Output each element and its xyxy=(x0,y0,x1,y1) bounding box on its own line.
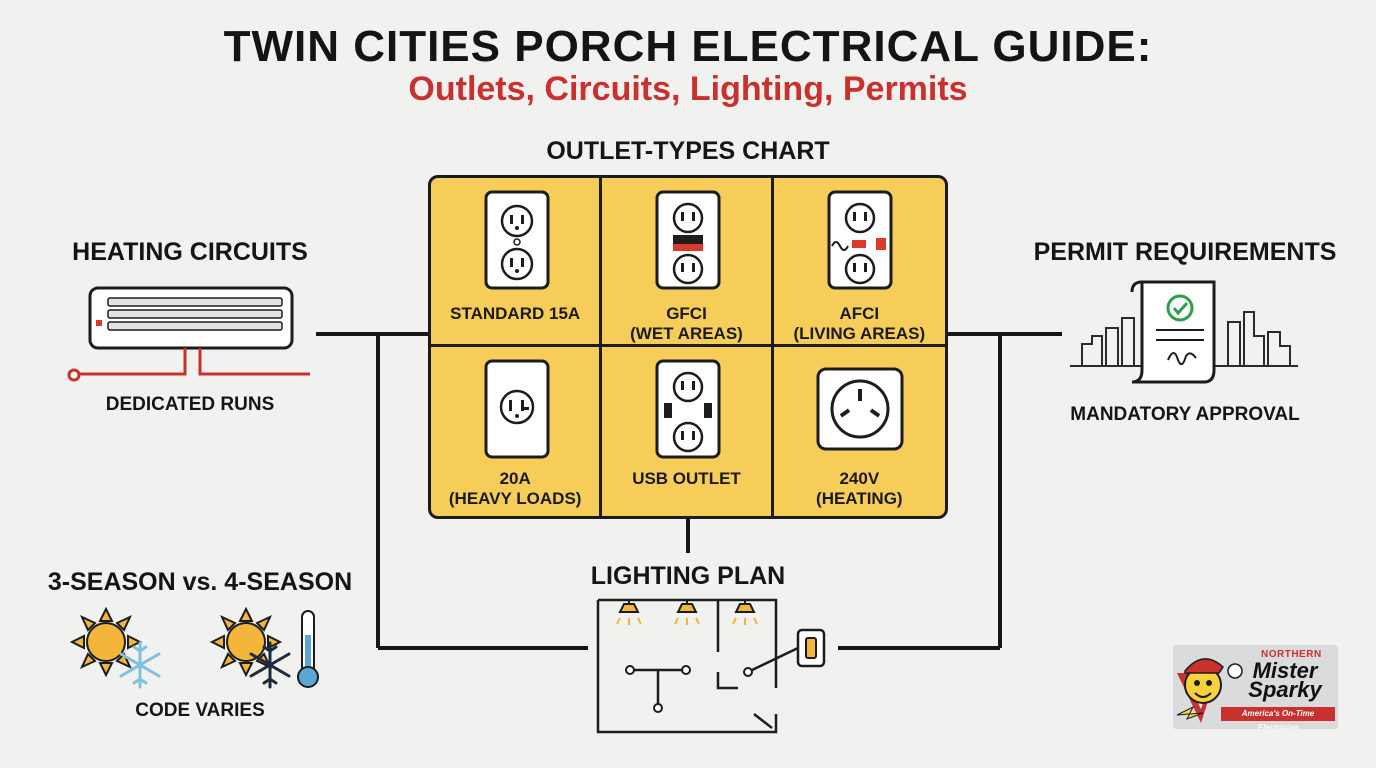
snowflake-icon xyxy=(119,641,161,689)
outlet-sublabel-240v: (HEATING) xyxy=(816,489,903,508)
usb-outlet-icon xyxy=(655,359,721,459)
outlet-cell-240v: 240V (HEATING) xyxy=(774,347,945,516)
heater-icon xyxy=(67,286,310,382)
lighting-floorplan xyxy=(596,598,826,734)
thermometer-icon xyxy=(297,610,319,688)
240v-outlet-icon xyxy=(816,367,904,451)
outlet-cell-usb: USB OUTLET xyxy=(602,347,774,516)
outlet-label-afci: AFCI xyxy=(839,304,880,323)
outlet-chart-title: OUTLET-TYPES CHART xyxy=(546,137,830,165)
ceiling-light-icon xyxy=(618,600,640,613)
outlet-cell-20a: 20A (HEAVY LOADS) xyxy=(431,347,603,516)
logo-name: Mister Sparky xyxy=(1233,658,1337,702)
sun-icon xyxy=(70,606,143,678)
outlet-cell-afci: AFCI (LIVING AREAS) xyxy=(773,178,945,347)
page-title: TWIN CITIES PORCH ELECTRICAL GUIDE: xyxy=(223,22,1153,71)
permit-caption: MANDATORY APPROVAL xyxy=(1070,404,1300,425)
outlet-sublabel-gfci: (WET AREAS) xyxy=(630,324,743,343)
outlet-label-usb: USB OUTLET xyxy=(632,469,741,488)
20a-outlet-icon xyxy=(484,359,550,459)
outlet-icon xyxy=(484,190,550,290)
outlet-sublabel-20a: (HEAVY LOADS) xyxy=(448,489,582,508)
ceiling-light-icon xyxy=(734,600,756,613)
logo-name-line1: Mister xyxy=(1252,658,1318,683)
mascot-icon xyxy=(1176,658,1243,723)
permit-document-icon xyxy=(1070,280,1298,384)
outlet-sublabel-afci: (LIVING AREAS) xyxy=(793,324,926,343)
sun-icon xyxy=(209,606,283,678)
snowflake-icon xyxy=(249,641,291,689)
afci-outlet-icon xyxy=(827,190,893,290)
logo-tagline: America's On-Time Electrician xyxy=(1221,707,1335,729)
permit-requirements-title: PERMIT REQUIREMENTS xyxy=(1033,238,1337,266)
season-icons xyxy=(70,606,319,689)
gfci-outlet-icon xyxy=(655,190,721,290)
mister-sparky-logo: NORTHERN Mister Sparky America's On-Time… xyxy=(1173,645,1338,729)
lighting-plan-title: LIGHTING PLAN xyxy=(590,562,786,590)
outlet-label-240v: 240V xyxy=(839,469,880,488)
heating-caption: DEDICATED RUNS xyxy=(105,394,275,415)
logo-name-line2: Sparky xyxy=(1248,677,1322,702)
season-caption: CODE VARIES xyxy=(135,700,265,721)
outlet-label-gfci: GFCI xyxy=(666,304,707,323)
page-subtitle: Outlets, Circuits, Lighting, Permits xyxy=(408,70,968,108)
ceiling-light-icon xyxy=(676,600,698,613)
outlet-types-chart: STANDARD 15A GFCI (WET AREAS) AFCI (LIVI… xyxy=(428,175,948,519)
season-title: 3-SEASON vs. 4-SEASON xyxy=(47,568,353,596)
outlet-cell-standard: STANDARD 15A xyxy=(431,178,603,347)
outlet-label-standard: STANDARD 15A xyxy=(450,304,581,323)
outlet-cell-gfci: GFCI (WET AREAS) xyxy=(602,178,774,347)
heating-circuits-title: HEATING CIRCUITS xyxy=(72,238,308,266)
light-switch-icon xyxy=(796,628,826,668)
outlet-label-20a: 20A xyxy=(499,469,531,488)
logo-region: NORTHERN xyxy=(1261,649,1322,660)
